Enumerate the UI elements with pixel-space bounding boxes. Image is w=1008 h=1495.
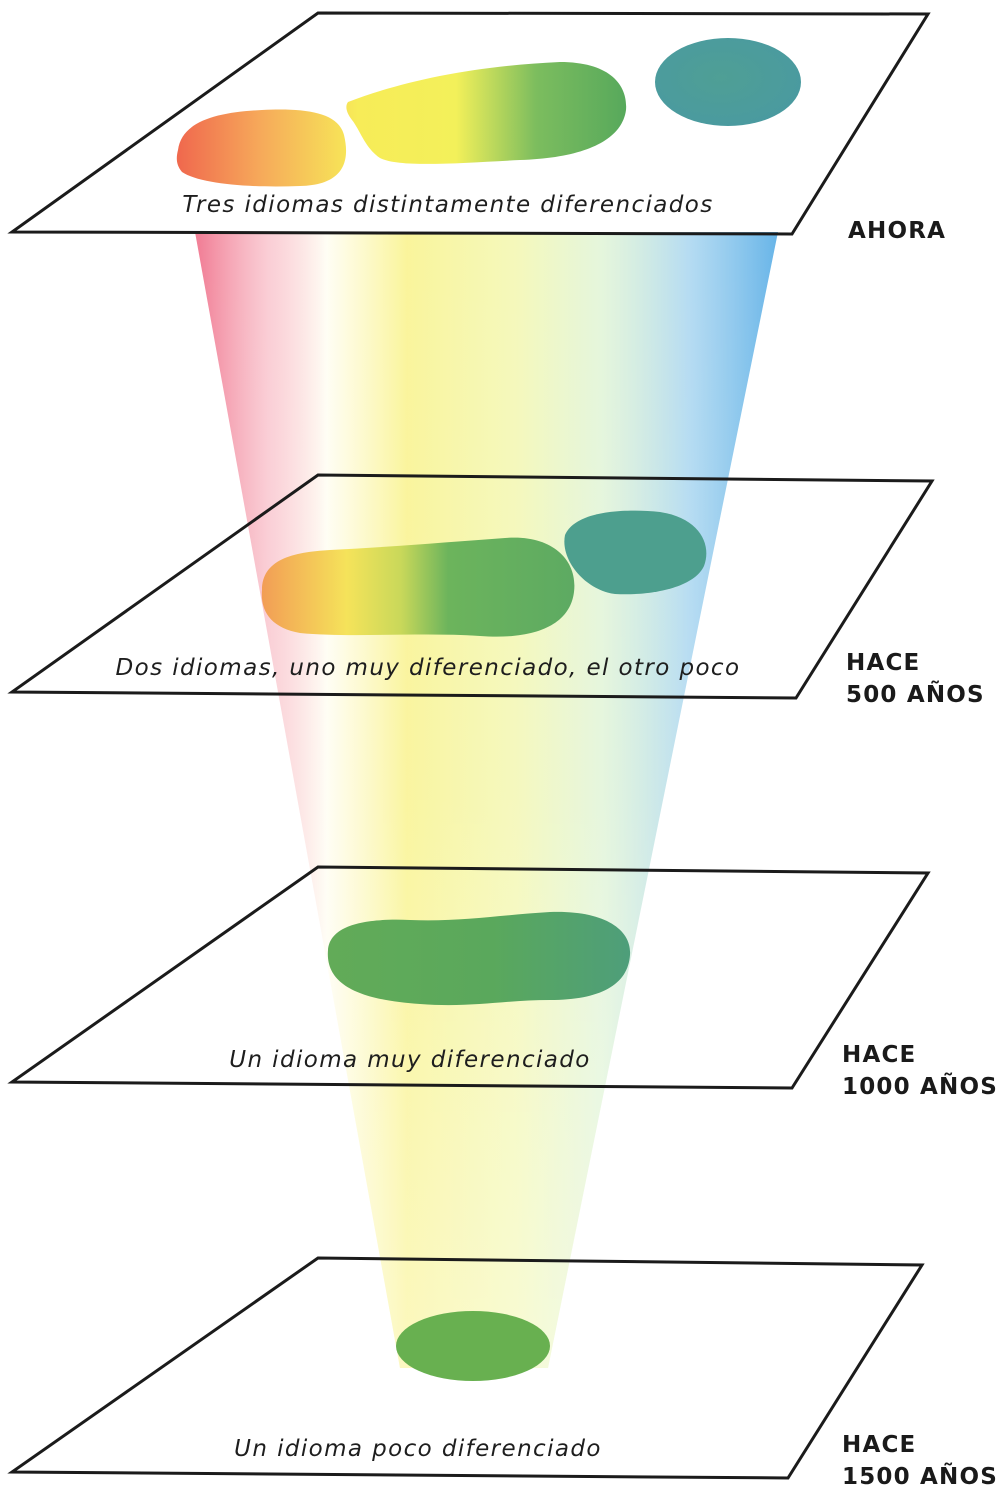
caption-1500-years: Un idioma poco diferenciado — [234, 1436, 602, 1462]
time-label-1500-line2: 1500 AÑOS — [842, 1462, 998, 1490]
time-label-1000-line2: 1000 AÑOS — [842, 1072, 998, 1100]
language-blob-green — [328, 912, 630, 1005]
level-now: Tres idiomas distintamente diferenciados… — [12, 13, 946, 244]
time-label-1500-line1: HACE — [842, 1432, 916, 1458]
language-blob-yellow-green — [346, 62, 626, 164]
language-blob-teal — [655, 38, 801, 126]
language-blob-green-small — [396, 1311, 550, 1381]
time-label-500-line2: 500 AÑOS — [846, 680, 985, 708]
time-label-1500-years: HACE 1500 AÑOS — [842, 1432, 998, 1490]
language-blob-orange-green — [262, 538, 575, 637]
caption-now: Tres idiomas distintamente diferenciados — [182, 192, 713, 218]
time-label-500-line1: HACE — [846, 650, 920, 676]
time-label-1000-years: HACE 1000 AÑOS — [842, 1042, 998, 1100]
caption-1000-years: Un idioma muy diferenciado — [229, 1047, 591, 1073]
caption-500-years: Dos idiomas, uno muy diferenciado, el ot… — [116, 655, 741, 681]
time-label-now: AHORA — [848, 218, 946, 244]
evolution-cone-fade — [195, 232, 778, 1368]
time-label-1000-line1: HACE — [842, 1042, 916, 1068]
time-label-now-line1: AHORA — [848, 218, 946, 244]
time-label-500-years: HACE 500 AÑOS — [846, 650, 985, 708]
language-blob-red-orange — [177, 110, 346, 187]
